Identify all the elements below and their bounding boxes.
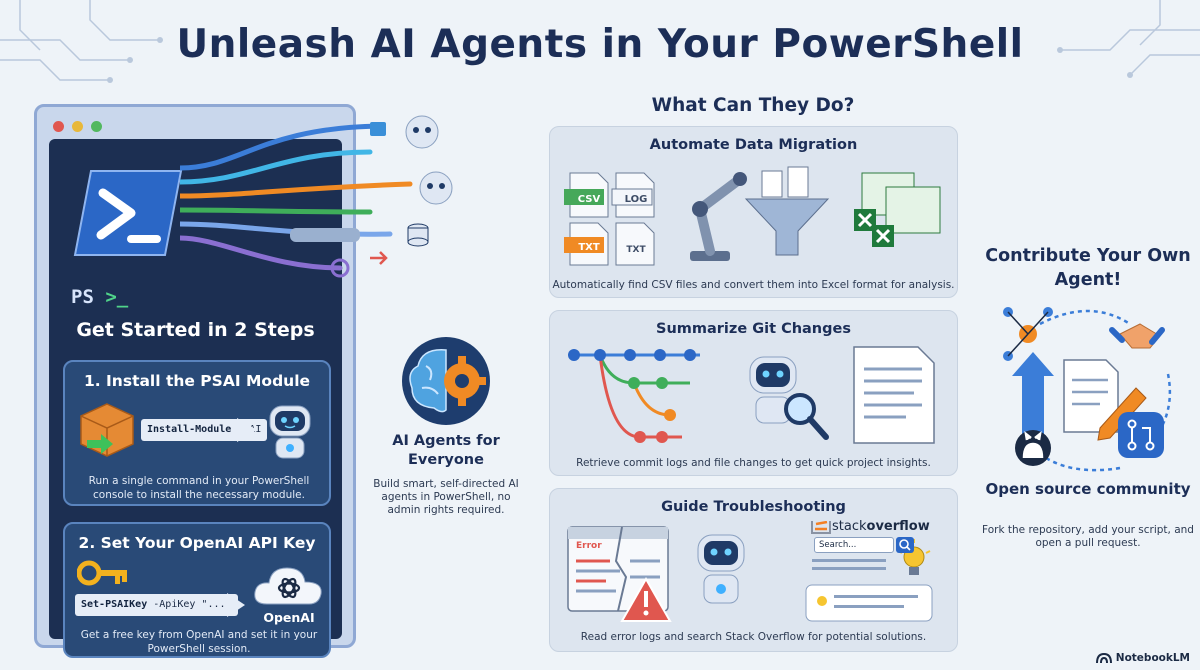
step1-title: 1. Install the PSAI Module [83,372,311,390]
handshake-icon [1109,323,1165,349]
ps-prompt: PS >_ [71,286,128,308]
notebooklm-brand: NotebookLM [1095,652,1190,664]
git-changes-illustration [568,346,935,444]
funnel-icon [744,166,830,256]
page-title: Unleash AI Agents in Your PowerShell [176,22,1024,67]
step2-card: 2. Set Your OpenAI API Key Set-PSAIKey -… [63,522,331,658]
pull-request-icon [1118,412,1164,458]
ai-agents-title: AI Agents for Everyone [392,433,500,468]
document-icon [853,346,935,444]
txt-file-label: TXT [578,242,600,253]
step2-description: Get a free key from OpenAI and set it in… [80,629,318,655]
search-button[interactable] [896,537,914,553]
key-icon [77,560,127,586]
feature-title: Summarize Git Changes [656,321,851,337]
step1-card: 1. Install the PSAI Module Install-Modul… [63,360,331,506]
close-dot-icon [53,121,64,132]
warning-icon [620,576,672,622]
data-stream-graphic [180,115,453,278]
stack-overflow-brand-a: stack [832,519,867,534]
github-logo-icon [1015,430,1051,466]
robot-icon [419,171,453,205]
robot-icon [405,115,439,149]
feature-title: Automate Data Migration [649,137,858,153]
feature-description: Automatically find CSV files and convert… [552,279,955,291]
notebooklm-logo-icon [1095,652,1112,664]
robot-icon [697,534,745,604]
minimize-dot-icon [72,121,83,132]
stack-overflow-brand-b: overflow [866,519,930,534]
step1-description: Run a single command in your PowerShell … [88,475,310,501]
set-key-command: Set-PSAIKey -ApiKey "..." [75,594,238,616]
search-input[interactable]: Search... [814,537,894,553]
data-migration-illustration [564,166,941,266]
package-box-icon [80,403,134,457]
step2-title: 2. Set Your OpenAI API Key [78,534,316,552]
robot-icon [269,405,311,459]
features-heading: What Can They Do? [651,95,855,116]
feature-card-data-migration: Automate Data Migration [549,126,958,298]
csv-file-label: CSV [577,194,601,205]
upload-arrow-icon [1012,352,1054,446]
git-graph-icon [574,353,700,439]
feature-title: Guide Troubleshooting [661,499,846,515]
feature-description: Read error logs and search Stack Overflo… [580,631,927,643]
prompt-symbol: >_ [105,286,129,308]
open-source-title: Open source community [985,480,1191,498]
robot-icon [749,356,797,424]
maximize-dot-icon [91,121,102,132]
feature-card-troubleshooting: Guide Troubleshooting [549,488,958,652]
install-command-name: Install-Module [147,424,232,435]
set-key-command-arg: -ApiKey "..." [153,599,232,610]
set-key-command-name: Set-PSAIKey [81,599,148,610]
feature-description: Retrieve commit logs and file changes to… [576,457,931,469]
contribute-heading: Contribute Your Own Agent! [985,246,1191,290]
error-label: Error [576,541,602,551]
magnifier-icon [784,393,829,440]
get-started-heading: Get Started in 2 Steps [76,319,315,341]
arrow-right-icon [237,418,257,442]
network-nodes-icon [1003,307,1053,361]
ai-agents-description: Build smart, self-directed AI agents in … [373,478,519,516]
brand-label: NotebookLM [1115,652,1190,664]
database-icon [407,223,429,247]
openai-cloud-icon [254,567,322,605]
feature-card-git-changes: Summarize Git Changes [549,310,958,476]
openai-label: OpenAI [263,610,315,625]
powershell-logo-icon [73,170,183,256]
csv-file-icon [564,172,609,218]
open-source-cycle-illustration [1003,307,1172,472]
txt-file-label: TXT [626,245,646,255]
robot-arm-icon [690,172,747,261]
stack-overflow-brand: stackoverflow [832,519,930,534]
txt-file-icon [564,222,609,266]
stack-overflow-logo-icon [811,521,831,534]
brain-gear-icon [402,337,490,425]
arrow-right-icon [227,593,245,617]
txt-file-icon [615,222,655,266]
log-file-label: LOG [624,194,648,205]
window-controls [53,121,102,132]
prompt-ps-text: PS [71,286,94,308]
excel-files-icon [854,172,941,247]
open-source-description: Fork the repository, add your script, an… [982,524,1194,549]
search-results-list [805,559,933,622]
log-file-icon [611,172,655,218]
